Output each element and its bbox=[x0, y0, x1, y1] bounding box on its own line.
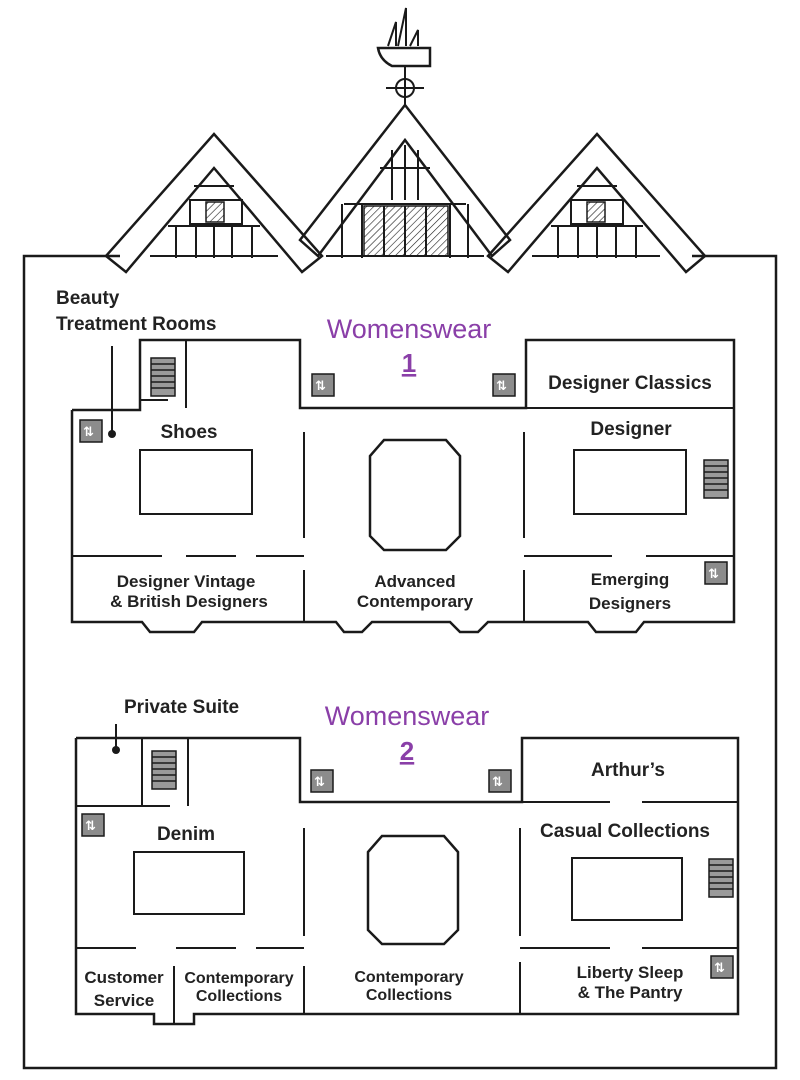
svg-text:⇅: ⇅ bbox=[85, 819, 96, 834]
room-label-advanced-contemporary: Contemporary bbox=[357, 592, 474, 611]
room-label-contemporary-collections-center: Contemporary bbox=[354, 969, 463, 986]
room-label-denim: Denim bbox=[157, 824, 215, 845]
svg-text:⇅: ⇅ bbox=[492, 775, 503, 790]
lift-icon: ⇅ bbox=[492, 373, 516, 397]
left-gable bbox=[104, 132, 324, 274]
room-label-designer-vintage: & British Designers bbox=[110, 592, 268, 611]
floor-1-number[interactable]: 1 bbox=[402, 348, 416, 378]
svg-text:⇅: ⇅ bbox=[83, 425, 94, 440]
room-label-contemporary-collections-left: Contemporary bbox=[184, 970, 293, 987]
room-label-emerging-designers: Designers bbox=[589, 594, 671, 613]
weathervane-icon bbox=[376, 7, 432, 106]
floor-2-title: Womenswear bbox=[325, 701, 490, 731]
room-label-casual-collections: Casual Collections bbox=[540, 821, 710, 842]
room-label-liberty-sleep: & The Pantry bbox=[578, 983, 683, 1002]
floor-2-plan bbox=[74, 724, 740, 1026]
floor-1-plan bbox=[70, 338, 736, 634]
room-label-shoes: Shoes bbox=[160, 422, 217, 443]
center-gable bbox=[298, 102, 512, 258]
lift-icon: ⇅ bbox=[81, 813, 105, 837]
room-label-private-suite: Private Suite bbox=[124, 697, 239, 718]
svg-text:⇅: ⇅ bbox=[714, 961, 725, 976]
lift-icon: ⇅ bbox=[710, 955, 734, 979]
lift-icon: ⇅ bbox=[310, 769, 334, 793]
right-gable bbox=[486, 132, 707, 274]
svg-text:⇅: ⇅ bbox=[314, 775, 325, 790]
floor-2-number[interactable]: 2 bbox=[400, 736, 414, 766]
room-label-customer-service: Customer bbox=[84, 968, 164, 987]
lift-icon: ⇅ bbox=[704, 561, 728, 585]
room-label-liberty-sleep: Liberty Sleep bbox=[577, 963, 684, 982]
svg-text:⇅: ⇅ bbox=[496, 379, 507, 394]
room-label-beauty: Treatment Rooms bbox=[56, 314, 216, 335]
room-label-designer-vintage: Designer Vintage bbox=[117, 572, 256, 591]
room-label-beauty: Beauty bbox=[56, 288, 120, 309]
svg-text:⇅: ⇅ bbox=[315, 379, 326, 394]
stairs-icon bbox=[151, 750, 177, 790]
room-label-designer-classics: Designer Classics bbox=[548, 373, 712, 394]
stairs-icon bbox=[708, 858, 734, 898]
building-outline bbox=[22, 254, 778, 1070]
floor-1-title: Womenswear bbox=[327, 314, 492, 344]
room-label-arthurs: Arthur’s bbox=[591, 760, 665, 781]
lift-icon: ⇅ bbox=[79, 419, 103, 443]
room-label-emerging-designers: Emerging bbox=[591, 570, 669, 589]
svg-text:⇅: ⇅ bbox=[708, 567, 719, 582]
lift-icon: ⇅ bbox=[311, 373, 335, 397]
room-label-designer: Designer bbox=[590, 419, 672, 440]
room-label-contemporary-collections-center: Collections bbox=[366, 987, 452, 1004]
stairs-icon bbox=[150, 357, 176, 397]
lift-icon: ⇅ bbox=[488, 769, 512, 793]
room-label-contemporary-collections-left: Collections bbox=[196, 988, 282, 1005]
building-roof bbox=[104, 7, 707, 274]
room-label-customer-service: Service bbox=[94, 991, 155, 1010]
room-label-advanced-contemporary: Advanced bbox=[374, 572, 455, 591]
stairs-icon bbox=[703, 459, 729, 499]
